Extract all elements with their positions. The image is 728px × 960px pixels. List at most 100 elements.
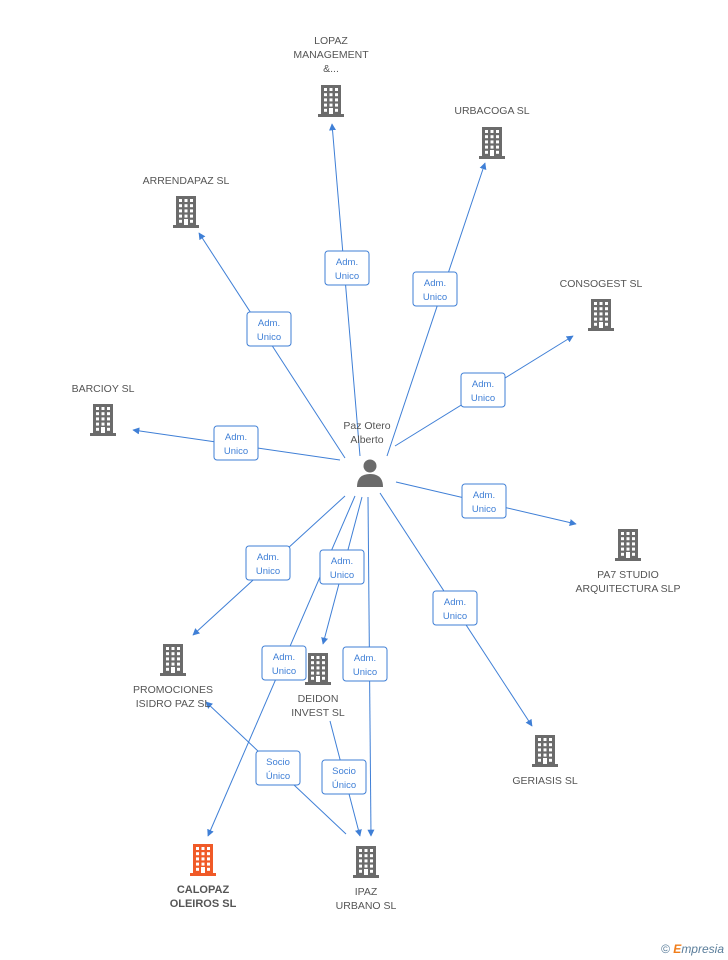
edge-label-box [213, 425, 259, 461]
edge-label[interactable]: Adm. Unico [432, 590, 478, 626]
edge-label[interactable]: Adm. Unico [261, 645, 307, 681]
company-name: URBANO SL [336, 900, 397, 912]
edge-label-text: Unico [472, 504, 496, 515]
edge-person-lopaz [329, 123, 361, 457]
building-icon [305, 653, 331, 685]
building-icon [160, 644, 186, 676]
company-name: BARCIOY SL [72, 383, 135, 395]
company-name: MANAGEMENT [293, 49, 369, 61]
edge-label[interactable]: Adm. Unico [319, 549, 365, 585]
edge-label-text: Adm. [473, 490, 495, 501]
building-icon [190, 844, 216, 876]
company-name: OLEIROS SL [170, 898, 237, 910]
edge-label-box [255, 750, 301, 786]
edge-label-text: Adm. [258, 318, 280, 329]
company-node-urbacoga[interactable]: URBACOGA SL [454, 105, 530, 159]
edge-label-box [461, 483, 507, 519]
company-name: &... [323, 63, 339, 75]
edge-labels-layer: Adm.UnicoAdm.UnicoAdm.UnicoAdm.UnicoAdm.… [213, 250, 507, 795]
building-icon [588, 299, 614, 331]
company-name: ISIDRO PAZ SL [136, 698, 211, 710]
brand-name: mpresia [681, 942, 724, 956]
edge-label-text: Adm. [472, 379, 494, 390]
edge-label-text: Unico [224, 446, 248, 457]
edge-label-text: Unico [471, 393, 495, 404]
edge-label[interactable]: Adm. Unico [213, 425, 259, 461]
edge-label-box [319, 549, 365, 585]
edge-label[interactable]: Adm. Unico [412, 271, 458, 307]
edge-label[interactable]: Adm. Unico [460, 372, 506, 408]
edge-label[interactable]: Adm. Unico [245, 545, 291, 581]
company-name: ARRENDAPAZ SL [143, 175, 230, 187]
edge-label-text: Unico [272, 666, 296, 677]
edge-label-text: Unico [257, 332, 281, 343]
company-name: DEIDON [298, 693, 339, 705]
edge-label-text: Adm. [331, 556, 353, 567]
building-icon [318, 85, 344, 117]
edges-layer [132, 123, 577, 837]
edge-label-text: Único [332, 780, 356, 791]
person-name: Alberto [350, 434, 383, 446]
edge-label-text: Unico [443, 611, 467, 622]
edge-label-text: Unico [335, 271, 359, 282]
building-icon [90, 404, 116, 436]
edge-label-box [342, 646, 388, 682]
edge-label-text: Socio [332, 766, 356, 777]
edge-label-text: Adm. [273, 652, 295, 663]
company-node-ipaz[interactable]: IPAZ URBANO SL [336, 846, 397, 912]
edge-label-text: Socio [266, 757, 290, 768]
person-name: Paz Otero [343, 420, 390, 432]
building-icon [479, 127, 505, 159]
edge-label-text: Único [266, 771, 290, 782]
footer-brand[interactable]: © Empresia [661, 942, 724, 956]
edge-label-text: Adm. [257, 552, 279, 563]
edge-person-urbacoga [386, 162, 487, 457]
edge-label-text: Unico [423, 292, 447, 303]
edge-label[interactable]: Adm. Unico [324, 250, 370, 286]
edge-label[interactable]: Adm.Unico [342, 646, 388, 682]
company-name: IPAZ [355, 886, 378, 898]
building-icon [173, 196, 199, 228]
edge-label-text: Unico [330, 570, 354, 581]
company-node-lopaz[interactable]: LOPAZ MANAGEMENT &... [293, 35, 369, 117]
edge-label-text: Adm. [424, 278, 446, 289]
company-node-pa7[interactable]: PA7 STUDIO ARQUITECTURA SLP [575, 529, 681, 595]
company-node-promociones[interactable]: PROMOCIONES ISIDRO PAZ SL [133, 644, 213, 710]
edge-label-text: Adm. [336, 257, 358, 268]
edge-label-box [324, 250, 370, 286]
company-node-consogest[interactable]: CONSOGEST SL [560, 278, 643, 331]
edge-label-box [246, 311, 292, 347]
building-icon [353, 846, 379, 878]
building-icon [532, 735, 558, 767]
edge-label-text: Unico [256, 566, 280, 577]
company-name: GERIASIS SL [512, 775, 578, 787]
edge-label-text: Adm. [225, 432, 247, 443]
company-name: LOPAZ [314, 35, 348, 47]
company-node-barcioy[interactable]: BARCIOY SL [72, 383, 135, 436]
person-icon [357, 459, 383, 487]
copyright-symbol: © [661, 942, 670, 956]
edge-line [386, 162, 487, 457]
edge-label[interactable]: Adm. Unico [246, 311, 292, 347]
edge-label-box [412, 271, 458, 307]
company-name: PROMOCIONES [133, 684, 213, 696]
company-name: PA7 STUDIO [597, 569, 659, 581]
company-node-arrendapaz[interactable]: ARRENDAPAZ SL [143, 175, 230, 228]
edge-label-box [261, 645, 307, 681]
edge-label-box [245, 545, 291, 581]
company-name: ARQUITECTURA SLP [575, 583, 680, 595]
edge-label-text: Unico [353, 667, 377, 678]
edge-label-box [321, 759, 367, 795]
edge-label[interactable]: Adm. Unico [461, 483, 507, 519]
edge-label-box [460, 372, 506, 408]
company-node-geriasis[interactable]: GERIASIS SL [512, 735, 578, 787]
edge-line [329, 123, 361, 457]
edge-label-text: Adm. [444, 597, 466, 608]
